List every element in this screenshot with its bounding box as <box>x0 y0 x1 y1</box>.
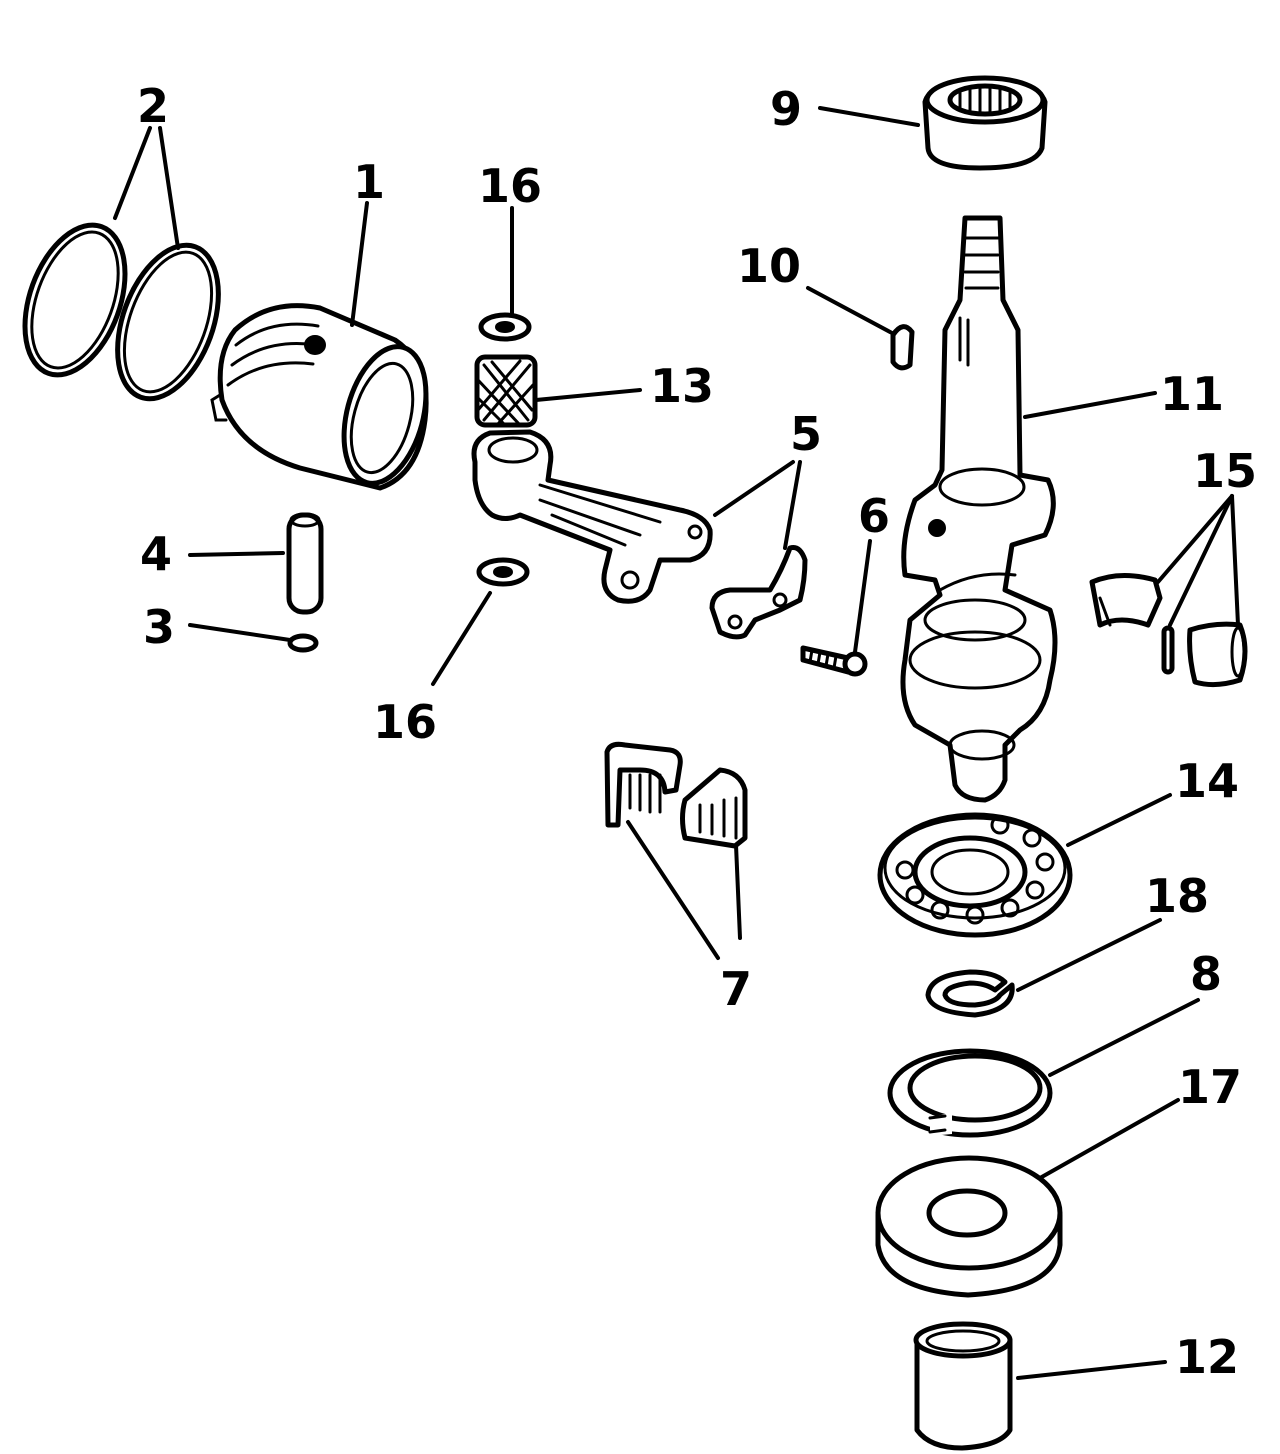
thrust-washer-bottom <box>476 557 530 587</box>
callout-14: 14 <box>1175 754 1239 808</box>
crankshaft <box>900 215 1058 803</box>
piston <box>210 303 429 491</box>
upper-crankshaft-bearing <box>922 75 1048 171</box>
callout-13: 13 <box>650 359 714 413</box>
callout-9: 9 <box>770 82 802 136</box>
thrust-washer-top <box>478 312 532 342</box>
callout-17: 17 <box>1178 1060 1242 1114</box>
callout-16-bottom: 16 <box>373 695 437 749</box>
bushing <box>913 1321 1013 1451</box>
retaining-ring-small <box>925 969 1015 1018</box>
bearing-liners <box>1089 572 1248 688</box>
callout-7: 7 <box>720 962 752 1016</box>
callout-3: 3 <box>143 600 175 654</box>
callout-15: 15 <box>1193 444 1257 498</box>
callout-18: 18 <box>1145 869 1209 923</box>
seal-washer <box>875 1155 1063 1298</box>
callout-1: 1 <box>353 155 385 209</box>
retaining-ring-large <box>887 1048 1053 1138</box>
callout-6: 6 <box>858 489 890 543</box>
callout-10: 10 <box>737 239 801 293</box>
rod-cap <box>709 545 808 640</box>
ball-bearing <box>877 812 1073 938</box>
needle-bearing-small <box>474 354 538 428</box>
connecting-rod <box>471 429 713 604</box>
callout-2: 2 <box>137 79 169 133</box>
leader-lines <box>113 106 1240 1380</box>
pin-retainer-clip <box>287 633 319 653</box>
callout-8: 8 <box>1190 947 1222 1001</box>
needle-bearing-halves <box>604 741 748 849</box>
callout-11: 11 <box>1160 367 1224 421</box>
callout-labels: 2 1 16 13 4 3 16 5 6 7 9 10 11 15 14 18 … <box>137 79 1257 1384</box>
piston-pin <box>286 512 324 615</box>
woodruff-key <box>890 324 915 371</box>
callout-4: 4 <box>140 527 172 581</box>
callout-5: 5 <box>790 407 822 461</box>
callout-16-top: 16 <box>478 159 542 213</box>
callout-12: 12 <box>1175 1330 1239 1384</box>
piston-rings <box>22 222 221 402</box>
